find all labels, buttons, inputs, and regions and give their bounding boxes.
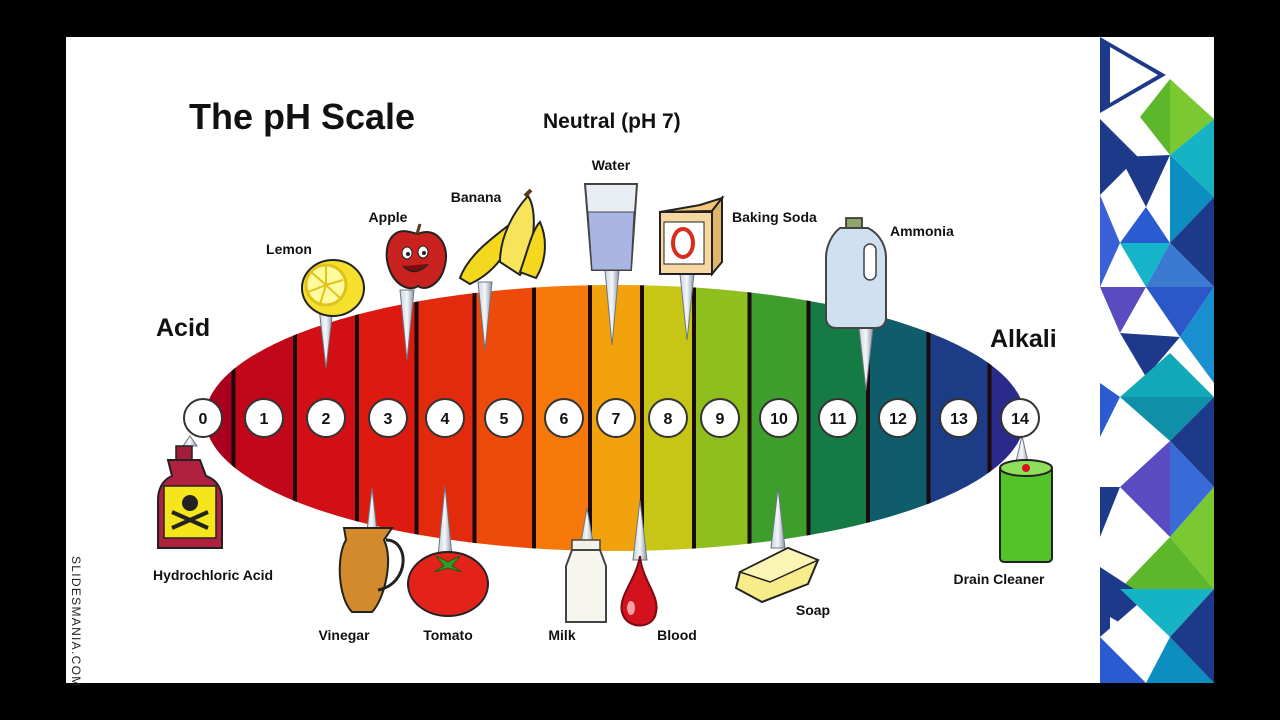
lemon-label: Lemon (266, 241, 312, 257)
drain-cleaner-label: Drain Cleaner (953, 571, 1045, 587)
ph-marker-10: 10 (759, 398, 799, 438)
ph-marker-2: 2 (306, 398, 346, 438)
ph-marker-number: 4 (441, 411, 450, 428)
hydrochloric-acid-label: Hydrochloric Acid (153, 567, 273, 583)
drain-cleaner-icon (999, 459, 1053, 563)
ph-marker-number: 13 (950, 411, 968, 428)
soap-label: Soap (796, 602, 830, 618)
ph-marker-number: 5 (500, 411, 509, 428)
soap-needle (770, 487, 786, 549)
banana-icon (458, 188, 546, 286)
ph-marker-7: 7 (596, 398, 636, 438)
apple-label: Apple (369, 209, 408, 225)
ph-marker-circle (818, 398, 858, 438)
decorative-sidebar (1100, 37, 1214, 683)
ph-marker-12: 12 (878, 398, 918, 438)
ph-marker-circle (700, 398, 740, 438)
banana-needle (477, 281, 493, 351)
ph-marker-13: 13 (939, 398, 979, 438)
alkali-label: Alkali (990, 325, 1057, 353)
blood-drop-icon (620, 555, 658, 627)
ph-marker-number: 9 (716, 411, 725, 428)
ammonia-label: Ammonia (890, 223, 954, 239)
tomato-label: Tomato (423, 627, 473, 643)
ph-marker-number: 0 (199, 411, 208, 428)
baking-soda-icon (659, 195, 725, 277)
vinegar-jug-icon (338, 527, 405, 613)
lemon-icon (301, 259, 365, 317)
ph-marker-number: 14 (1011, 411, 1029, 428)
ph-marker-circle (306, 398, 346, 438)
ph-marker-circle (1000, 398, 1040, 438)
ph-marker-6: 6 (544, 398, 584, 438)
ph-marker-number: 10 (770, 411, 788, 428)
ph-marker-circle (596, 398, 636, 438)
ph-marker-number: 2 (322, 411, 331, 428)
banana-label: Banana (451, 189, 502, 205)
ph-marker-8: 8 (648, 398, 688, 438)
ph-marker-9: 9 (700, 398, 740, 438)
ph-marker-number: 11 (830, 411, 847, 428)
hydrochloric-acid-needle (182, 435, 198, 447)
ph-marker-number: 6 (560, 411, 569, 428)
tomato-icon (407, 551, 489, 617)
ph-marker-number: 8 (664, 411, 673, 428)
ph-marker-11: 11 (818, 398, 858, 438)
ph-marker-circle (484, 398, 524, 438)
apple-icon (385, 223, 447, 290)
ph-marker-3: 3 (368, 398, 408, 438)
ph-marker-5: 5 (484, 398, 524, 438)
ph-marker-0: 0 (183, 398, 223, 438)
ph-marker-circle (244, 398, 284, 438)
milk-bottle-icon (565, 539, 607, 623)
ammonia-jug-icon (825, 217, 887, 329)
ph-marker-circle (878, 398, 918, 438)
vinegar-label: Vinegar (318, 627, 370, 643)
milk-label: Milk (548, 627, 575, 643)
acid-label: Acid (156, 314, 211, 342)
ph-marker-number: 12 (889, 411, 907, 428)
ph-marker-circle (759, 398, 799, 438)
ph-marker-circle (939, 398, 979, 438)
indicator-needles (182, 269, 1030, 561)
blood-label: Blood (657, 627, 697, 643)
water-glass-icon (583, 183, 639, 271)
ph-marker-4: 4 (425, 398, 465, 438)
apple-needle (399, 289, 415, 361)
ph-marker-14: 14 (1000, 398, 1040, 438)
ph-marker-circle (425, 398, 465, 438)
neutral-label: Neutral (pH 7) (543, 110, 681, 133)
hydrochloric-acid-bottle-icon (157, 445, 223, 549)
ph-marker-1: 1 (244, 398, 284, 438)
baking-soda-label: Baking Soda (732, 209, 817, 225)
page-title: The pH Scale (189, 96, 416, 137)
water-label: Water (592, 157, 631, 173)
ph-marker-circle (648, 398, 688, 438)
ph-marker-circle (368, 398, 408, 438)
ph-marker-circle (183, 398, 223, 438)
ph-marker-number: 3 (384, 411, 393, 428)
ph-marker-circle (544, 398, 584, 438)
ph-marker-number: 1 (260, 411, 269, 428)
soap-bar-icon (734, 546, 820, 604)
ph-marker-number: 7 (612, 411, 621, 428)
